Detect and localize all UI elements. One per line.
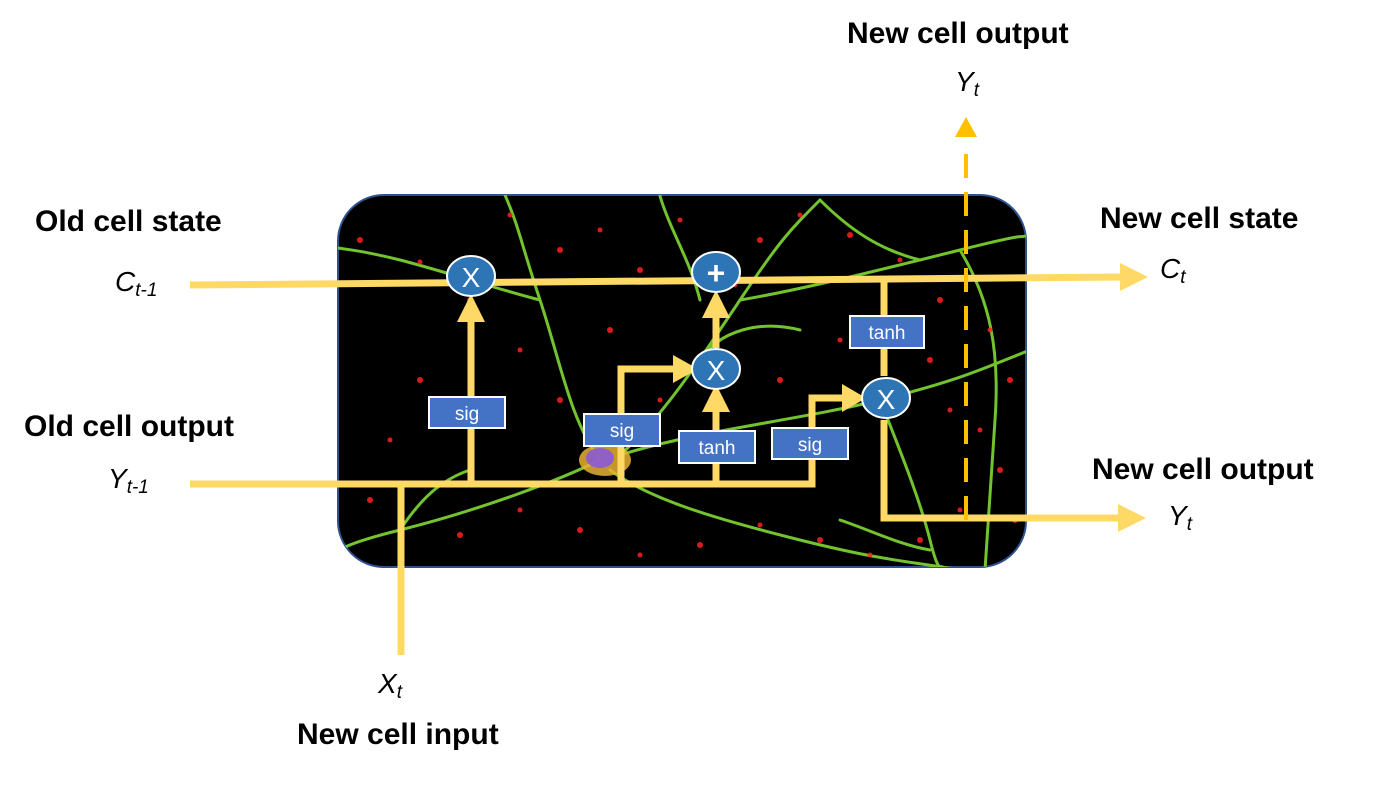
op-add: + — [691, 251, 741, 293]
gate-tanh2: tanh — [849, 315, 925, 349]
symbol-x-t-base: X — [378, 668, 397, 699]
arrow-heads — [457, 117, 1148, 532]
arrow-output-gate — [842, 384, 866, 412]
symbol-c-t-sub: t — [1180, 267, 1186, 288]
gate-tanh2-label: tanh — [869, 323, 906, 344]
symbol-y-t-top: Yt — [955, 66, 979, 102]
gate-sig1-label: sig — [455, 404, 479, 425]
cell-panel-background — [337, 194, 1027, 568]
op-forget-multiply: X — [446, 255, 496, 297]
symbol-y-prev: Yt-1 — [108, 463, 149, 499]
arrow-input-mult — [702, 384, 730, 412]
symbol-c-t-base: C — [1160, 253, 1181, 284]
label-new-cell-output-top: New cell output — [847, 17, 1069, 50]
symbol-c-prev-sub: t-1 — [135, 280, 158, 301]
symbol-y-prev-sub: t-1 — [126, 477, 149, 498]
label-new-cell-output-right: New cell output — [1092, 453, 1314, 486]
new-output-line — [880, 420, 1122, 522]
gate-tanh1-label: tanh — [699, 438, 736, 459]
arrow-top-output — [955, 117, 977, 137]
symbol-c-t: Ct — [1160, 253, 1186, 289]
symbol-c-prev-base: C — [115, 266, 136, 297]
arrow-forget — [457, 294, 485, 322]
symbol-y-t-top-sub: t — [973, 80, 979, 101]
label-new-cell-state: New cell state — [1100, 202, 1299, 235]
label-old-cell-output: Old cell output — [24, 410, 234, 443]
label-new-cell-input: New cell input — [297, 718, 499, 751]
gate-sig3: sig — [771, 427, 849, 460]
symbol-y-prev-base: Y — [108, 463, 127, 494]
symbol-y-t-right-base: Y — [1168, 500, 1187, 531]
symbol-c-prev: Ct-1 — [115, 266, 157, 302]
op-output-multiply-symbol: X — [877, 384, 896, 415]
arrow-new-cell-state — [1120, 263, 1148, 291]
op-add-symbol: + — [707, 255, 726, 291]
symbol-y-t-right-sub: t — [1186, 514, 1192, 535]
symbol-x-t-sub: t — [396, 682, 402, 703]
symbol-y-t-right: Yt — [1168, 500, 1192, 536]
symbol-y-t-top-base: Y — [955, 66, 974, 97]
gate-sig3-label: sig — [798, 435, 822, 456]
arrow-new-cell-output — [1118, 504, 1146, 532]
cell-panel — [337, 194, 1027, 568]
op-output-multiply: X — [861, 377, 911, 419]
gate-tanh1: tanh — [678, 430, 756, 464]
op-input-multiply: X — [691, 348, 741, 390]
gate-sig2-label: sig — [610, 421, 634, 442]
op-input-multiply-symbol: X — [707, 355, 726, 386]
gate-sig2: sig — [583, 413, 661, 447]
cell-state-line — [189, 273, 1126, 289]
symbol-x-t: Xt — [378, 668, 402, 704]
label-old-cell-state: Old cell state — [35, 205, 222, 238]
arrow-add — [702, 290, 730, 318]
arrow-input-gate — [673, 355, 698, 383]
gate-sig1: sig — [428, 396, 506, 429]
op-forget-multiply-symbol: X — [462, 262, 481, 293]
